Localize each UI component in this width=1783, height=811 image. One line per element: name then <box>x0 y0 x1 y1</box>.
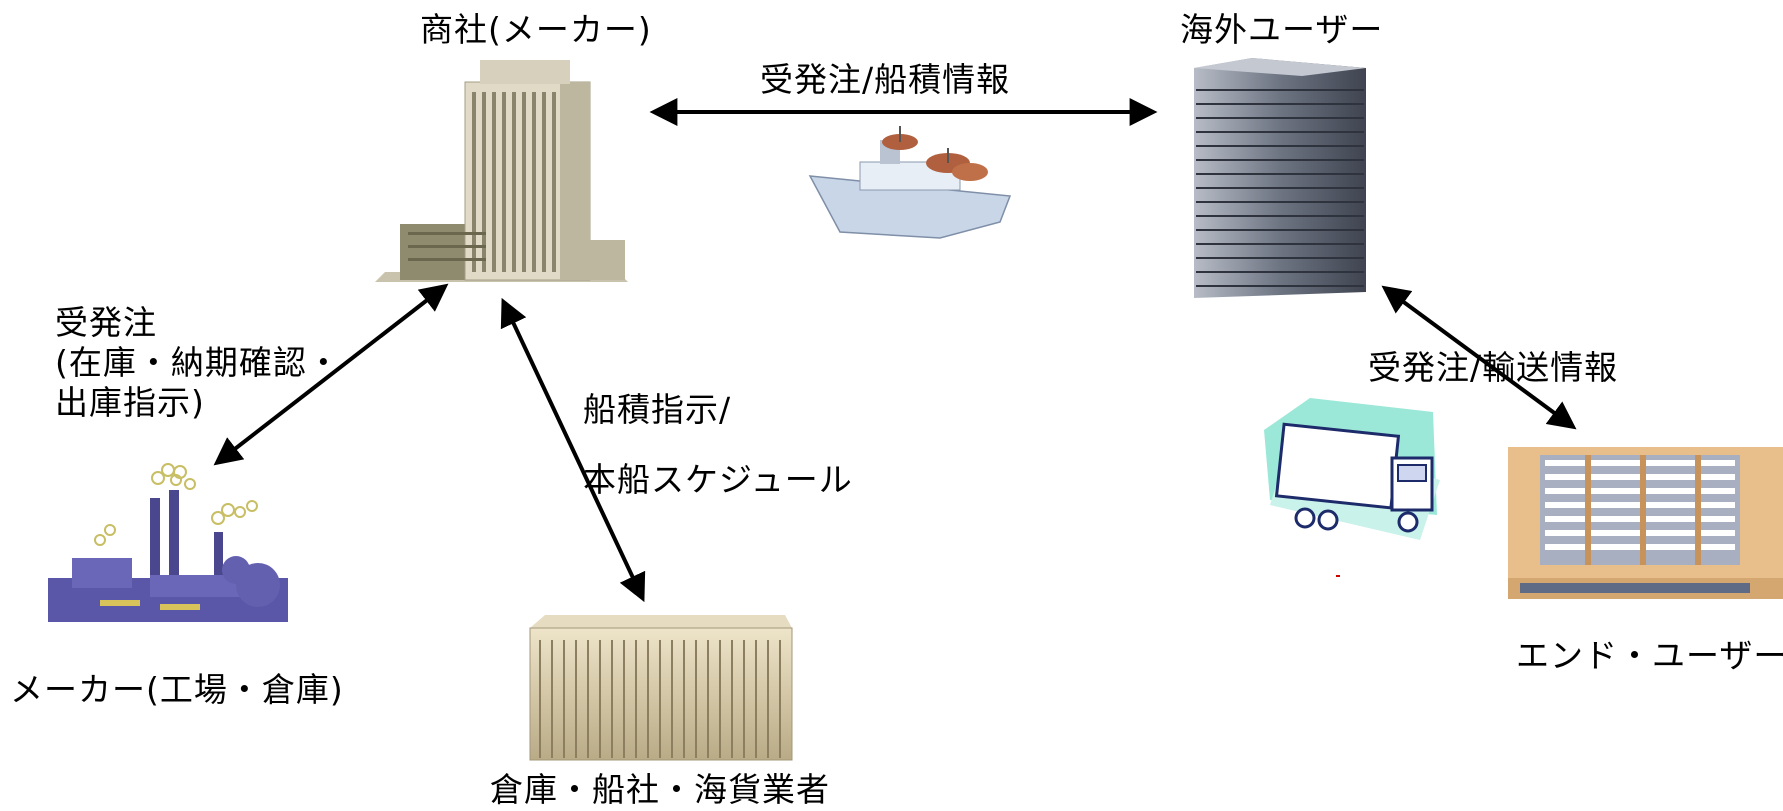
truck-icon <box>1264 398 1440 577</box>
arrow-trading-maker <box>213 283 449 466</box>
office-building-icon <box>375 60 628 282</box>
arrow-trading-warehouse <box>500 297 646 603</box>
warehouse-icon <box>529 615 793 761</box>
link-maker-orders: 受発注 (在庫・納期確認・ 出庫指示) <box>55 303 341 422</box>
ship-icon <box>808 126 1012 239</box>
node-warehouse: 倉庫・船社・海貨業者 <box>490 770 830 809</box>
link-ship-instructions-2: 本船スケジュール <box>583 460 853 499</box>
factory-icon <box>48 463 288 622</box>
link-transport-info: 受発注/輸送情報 <box>1368 348 1619 387</box>
skyscraper-icon <box>1194 58 1366 298</box>
node-trading-company: 商社(メーカー) <box>420 10 652 49</box>
node-overseas-user: 海外ユーザー <box>1180 10 1384 49</box>
node-maker: メーカー(工場・倉庫) <box>10 670 344 709</box>
link-ship-instructions-1: 船積指示/ <box>583 390 732 429</box>
node-end-user: エンド・ユーザー <box>1516 636 1783 675</box>
arrow-overseas-enduser <box>1381 285 1577 430</box>
enduser-building-icon <box>1508 447 1783 599</box>
link-shipping-info: 受発注/船積情報 <box>760 60 1011 99</box>
